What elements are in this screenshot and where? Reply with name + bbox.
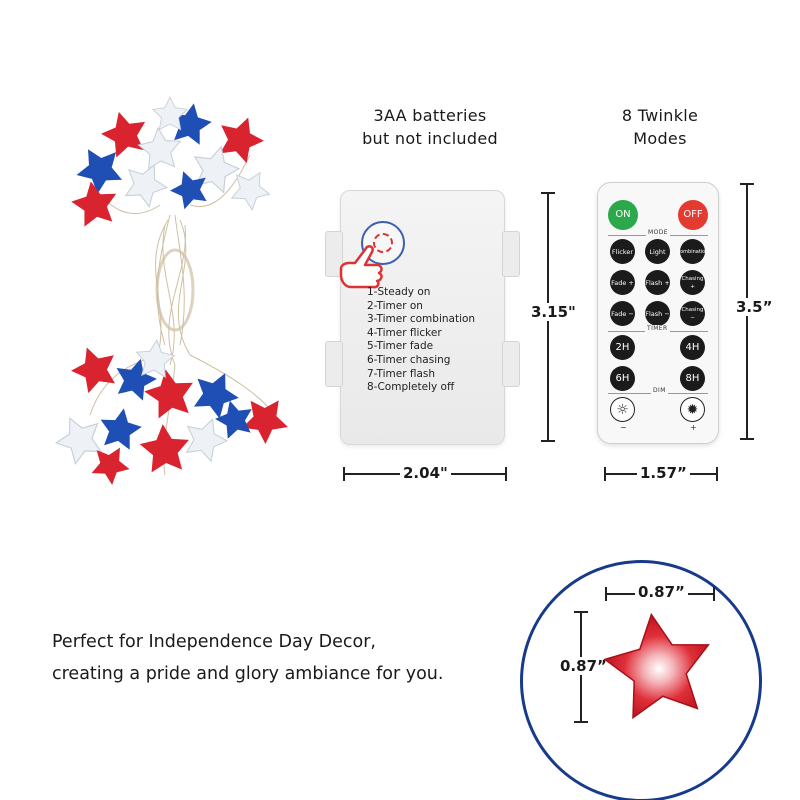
- remote-chasing-minus-button[interactable]: Chasing −: [680, 301, 705, 326]
- remote-off-button[interactable]: OFF: [678, 200, 708, 230]
- twinkle-caption-line-1: 8 Twinkle: [621, 106, 699, 125]
- remote-fade-plus-button[interactable]: Fade +: [610, 270, 635, 295]
- tagline-line-2: creating a pride and glory ambiance for …: [52, 664, 444, 684]
- mode-item: 5-Timer fade: [367, 340, 434, 353]
- remote-dim-up-button[interactable]: ✹: [680, 397, 705, 422]
- battery-caption-line-2: but not included: [362, 129, 498, 148]
- twinkle-caption-line-2: Modes: [633, 129, 687, 148]
- battery-box-clip: [325, 231, 343, 277]
- mode-item: 3-Timer combination: [367, 313, 476, 326]
- remote-fade-minus-button[interactable]: Fade −: [610, 301, 635, 326]
- remote-timer-4h-button[interactable]: 4H: [680, 335, 705, 360]
- remote-light-button[interactable]: Light: [645, 239, 670, 264]
- mode-item: 7-Timer flash: [367, 367, 436, 380]
- battery-width-label: 2.04": [400, 464, 451, 482]
- remote-timer-2h-button[interactable]: 2H: [610, 335, 635, 360]
- star-string-lights-image: [48, 96, 298, 489]
- remote-flash-minus-button[interactable]: Flash −: [645, 301, 670, 326]
- remote-control: ON OFF MODE Flicker Light Combination Fa…: [597, 182, 719, 444]
- remote-dim-down-button[interactable]: ☼: [610, 397, 635, 422]
- press-icon: [373, 233, 393, 253]
- tagline: Perfect for Independence Day Decor, crea…: [52, 626, 522, 690]
- remote-on-button[interactable]: ON: [608, 200, 638, 230]
- star-height-label: 0.87”: [557, 657, 610, 675]
- battery-box-clip: [502, 231, 520, 277]
- remote-dim-minus: −: [620, 423, 627, 432]
- battery-box-clip: [502, 341, 520, 387]
- remote-height-label: 3.5”: [733, 298, 776, 316]
- star-width-label: 0.87”: [635, 583, 688, 601]
- mode-item: 1-Steady on: [367, 286, 431, 298]
- pointing-hand-icon: [339, 245, 383, 289]
- remote-combination-button[interactable]: Combination: [677, 239, 708, 264]
- remote-dim-label: DIM: [651, 387, 668, 394]
- mode-list: 1-Steady on 2-Timer on 3-Timer combinati…: [367, 286, 497, 395]
- sun-bright-icon: ✹: [686, 401, 699, 418]
- remote-chasing-plus-button[interactable]: Chasing +: [680, 270, 705, 295]
- remote-timer-8h-button[interactable]: 8H: [680, 366, 705, 391]
- mode-item: 2-Timer on: [367, 299, 423, 312]
- sun-dim-icon: ☼: [616, 401, 629, 418]
- twinkle-caption: 8 Twinkle Modes: [580, 104, 740, 150]
- remote-flicker-button[interactable]: Flicker: [610, 239, 635, 264]
- battery-caption: 3AA batteries but not included: [330, 104, 530, 150]
- battery-box-clip: [325, 341, 343, 387]
- battery-caption-line-1: 3AA batteries: [373, 106, 487, 125]
- mode-item: 8-Completely off: [367, 381, 455, 394]
- mode-item: 4-Timer flicker: [367, 326, 442, 339]
- star-detail-circle: 0.87” 0.87”: [520, 560, 762, 800]
- remote-dim-plus: +: [690, 423, 697, 432]
- red-star-image: [603, 612, 710, 720]
- battery-height-label: 3.15": [528, 303, 579, 321]
- mode-item: 6-Timer chasing: [367, 353, 451, 366]
- remote-timer-6h-button[interactable]: 6H: [610, 366, 635, 391]
- remote-mode-label: MODE: [646, 229, 670, 236]
- tagline-line-1: Perfect for Independence Day Decor,: [52, 632, 376, 652]
- remote-timer-label: TIMER: [645, 325, 670, 332]
- remote-width-label: 1.57”: [637, 464, 690, 482]
- battery-box: 1-Steady on 2-Timer on 3-Timer combinati…: [325, 190, 520, 445]
- remote-flash-plus-button[interactable]: Flash +: [645, 270, 670, 295]
